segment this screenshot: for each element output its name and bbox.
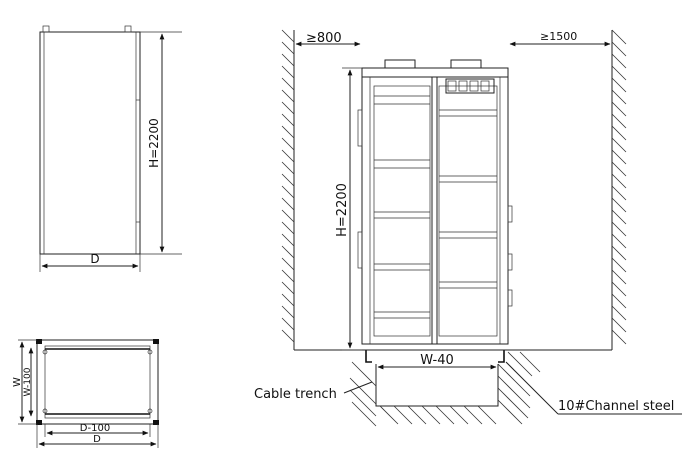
plan-d-inner-label: D-100 [80, 423, 110, 434]
clearance-left-dimension: ≥800 [295, 31, 361, 47]
side-height-dimension: H=2200 [140, 31, 182, 255]
door-left [373, 85, 431, 337]
side-view: H=2200 D [39, 25, 182, 272]
roof-vent-right [450, 59, 482, 69]
channel-steel-leader [505, 361, 559, 415]
plan-d-label: D [93, 434, 101, 445]
cable-trench: W-40 [349, 351, 541, 427]
side-height-label: H=2200 [147, 118, 161, 168]
clearance-right-dimension: ≥1500 [509, 30, 611, 47]
clearance-right-label: ≥1500 [540, 30, 577, 43]
plan-outline [36, 339, 159, 425]
lifting-eye-left [42, 25, 50, 33]
clearance-left-label: ≥800 [306, 31, 342, 46]
side-depth-label: D [90, 252, 99, 266]
plan-view: W W-100 D-100 D [12, 339, 159, 448]
front-view: ≥800 ≥1500 [254, 29, 682, 427]
cabinet-frame [361, 67, 509, 345]
hinges [357, 109, 513, 307]
plan-w-label: W [12, 377, 23, 387]
cabinet-front [357, 59, 513, 345]
roof-vent-left [384, 59, 416, 69]
cable-trench-label: Cable trench [254, 387, 337, 402]
meter-panel [445, 78, 495, 94]
channel-steel-label: 10#Channel steel [558, 399, 674, 414]
left-panel-dividers [374, 95, 430, 319]
left-wall [281, 29, 295, 350]
plan-w-inner-label: W-100 [23, 367, 33, 396]
front-height-dimension: H=2200 [335, 67, 362, 351]
front-height-label: H=2200 [335, 183, 350, 237]
door-right [438, 85, 498, 337]
trench-width-label: W-40 [420, 353, 454, 368]
side-view-outline [39, 31, 141, 255]
lifting-eye-right [124, 25, 132, 33]
right-panel-dividers [439, 109, 497, 289]
cable-trench-leader [343, 381, 373, 394]
side-depth-dimension: D [39, 252, 141, 272]
channel-steel [362, 349, 508, 363]
right-wall [611, 29, 627, 350]
